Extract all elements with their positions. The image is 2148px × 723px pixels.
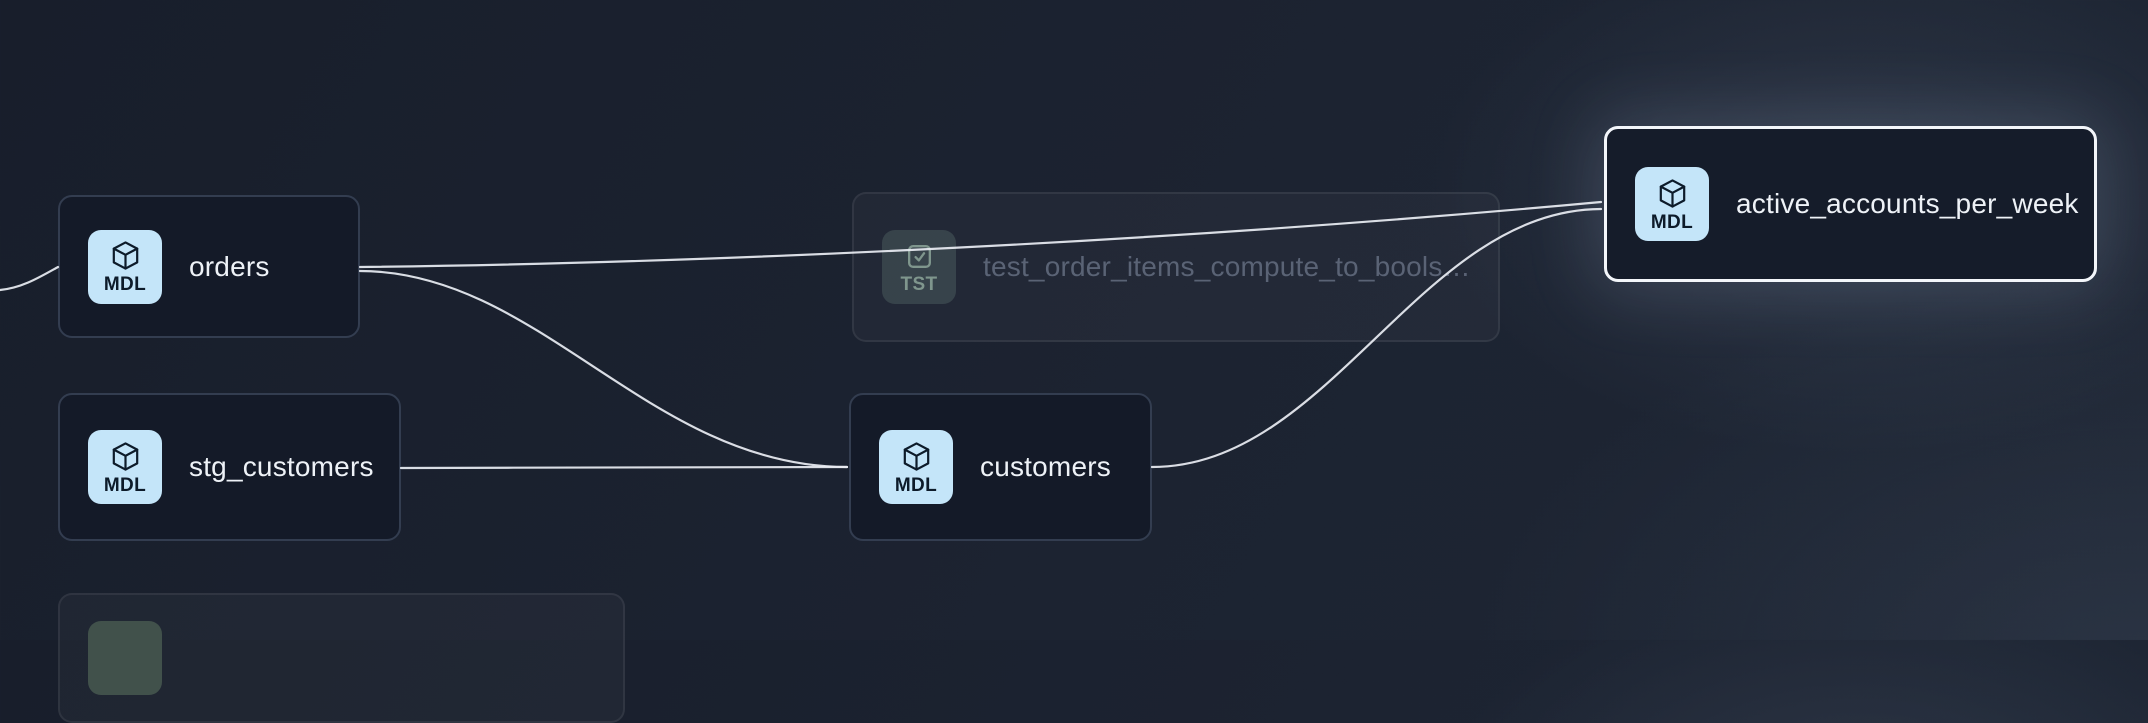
cube-icon	[1659, 178, 1685, 208]
node-label: customers	[980, 451, 1111, 482]
node-customers[interactable]: MDL customers	[849, 393, 1152, 541]
badge-label: MDL	[103, 474, 147, 496]
test-check-icon	[907, 244, 931, 268]
badge-label: TST	[900, 273, 938, 295]
model-badge: MDL	[88, 430, 162, 504]
model-badge: MDL	[879, 430, 953, 504]
cube-icon	[112, 441, 138, 471]
node-orders[interactable]: MDL orders	[58, 195, 360, 338]
cropped-badge	[88, 621, 162, 695]
edge-offscreen-left-to-orders	[0, 265, 60, 292]
node-active-accounts-per-week[interactable]: MDL active_accounts_per_week	[1604, 126, 2097, 282]
badge-label: MDL	[103, 274, 147, 295]
badge-label: MDL	[1650, 211, 1694, 233]
node-test-order-items[interactable]: TST test_order_items_compute_to_bools…	[852, 192, 1500, 342]
node-label: orders	[189, 250, 270, 282]
model-badge: MDL	[88, 229, 162, 304]
node-stg-customers[interactable]: MDL stg_customers	[58, 393, 401, 541]
node-label: test_order_items_compute_to_bools…	[983, 251, 1471, 282]
node-partial-bottom[interactable]	[58, 593, 625, 723]
cube-icon	[903, 441, 929, 471]
test-badge: TST	[882, 230, 956, 304]
model-badge: MDL	[1635, 167, 1709, 241]
edge-stg-customers-to-customers	[399, 465, 849, 470]
badge-label: MDL	[894, 474, 938, 496]
node-label: stg_customers	[189, 451, 374, 482]
node-label: active_accounts_per_week	[1736, 188, 2079, 219]
cube-icon	[112, 241, 138, 270]
edge-orders-to-customers	[358, 269, 849, 469]
